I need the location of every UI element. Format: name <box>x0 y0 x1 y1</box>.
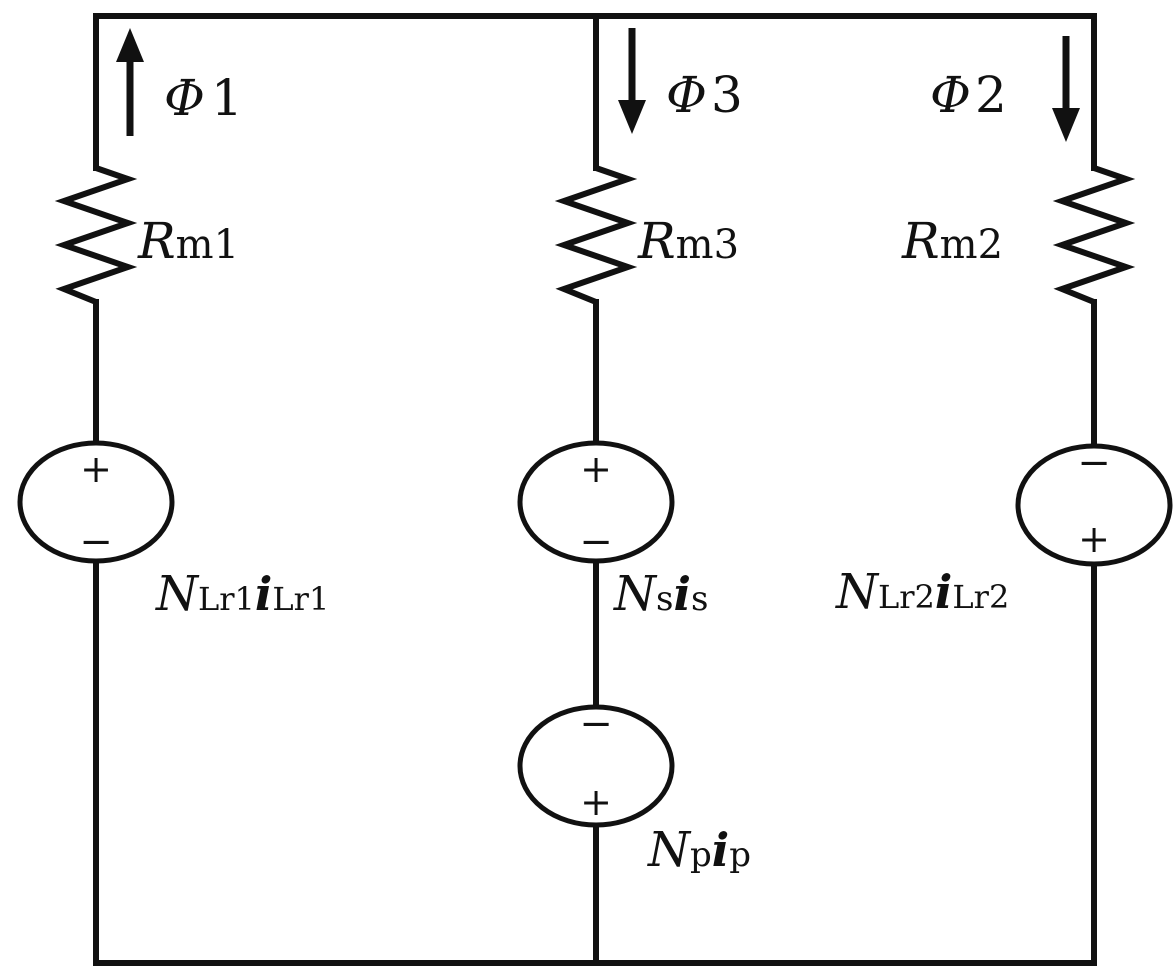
source-s-label: Nsis <box>613 566 708 622</box>
source-lr1-bottom-sign: − <box>79 519 113 565</box>
source-lr1-circle <box>17 440 175 564</box>
source-s-bottom-sign: − <box>579 519 613 565</box>
reluctance-rm2-label: Rm2 <box>901 212 1003 270</box>
source-lr2: − + <box>1015 440 1173 567</box>
source-lr1-label: NLr1iLr1 <box>155 566 329 622</box>
source-lr2-label: NLr2iLr2 <box>835 564 1009 620</box>
reluctance-rm3-label: Rm3 <box>637 212 739 270</box>
source-p-bottom-sign: + <box>580 780 612 824</box>
wires <box>93 13 1097 966</box>
flux-phi2-arrow <box>1052 36 1080 142</box>
reluctance-rm1-symbol <box>54 165 138 305</box>
source-lr2-circle <box>1015 443 1173 567</box>
source-lr2-bottom-sign: + <box>1078 517 1110 561</box>
source-p-top-sign: − <box>579 701 613 747</box>
reluctance-rm2-symbol <box>1052 165 1136 305</box>
flux-phi2-label: Φ2 <box>930 66 1007 124</box>
source-lr1: + − <box>17 440 175 565</box>
source-p: − + <box>517 701 675 828</box>
source-s-top-sign: + <box>580 447 612 491</box>
flux-phi3-arrow <box>618 28 646 134</box>
source-lr2-top-sign: − <box>1077 440 1111 486</box>
source-s: + − <box>517 440 675 565</box>
reluctance-rm3-symbol <box>554 165 638 305</box>
reluctance-rm1-label: Rm1 <box>137 212 239 270</box>
flux-phi3-label: Φ3 <box>666 66 743 124</box>
source-lr1-top-sign: + <box>80 447 112 491</box>
source-s-circle <box>517 440 675 564</box>
source-p-label: Npip <box>647 822 751 878</box>
flux-phi1-arrow <box>116 28 144 136</box>
source-p-circle <box>517 704 675 828</box>
